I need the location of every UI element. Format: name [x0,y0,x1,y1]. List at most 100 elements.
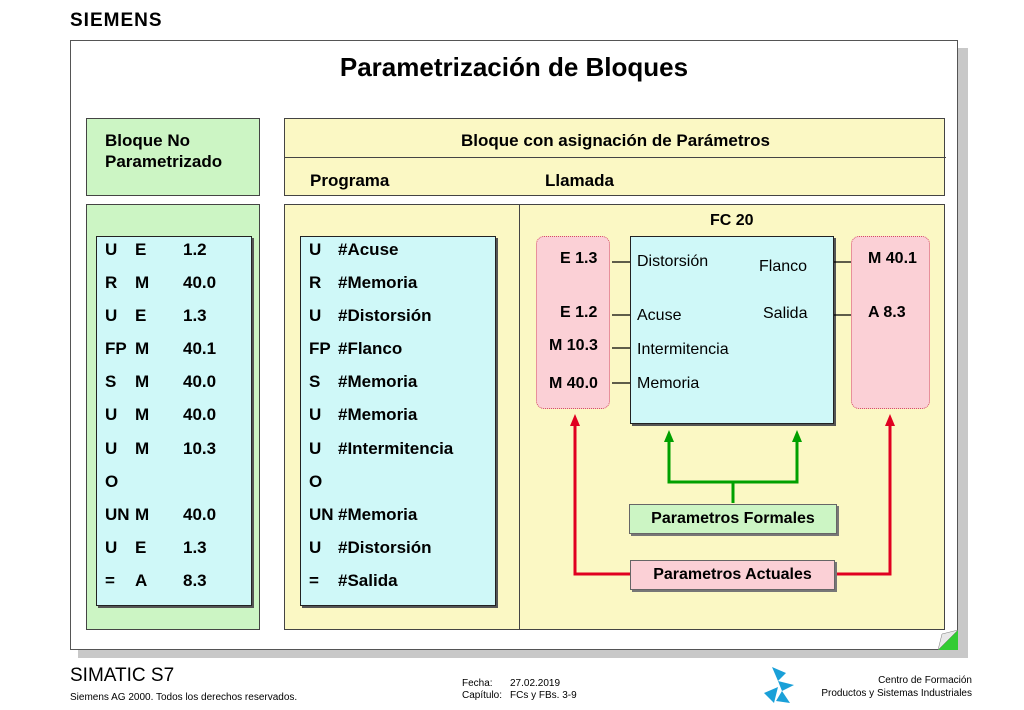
prog-code-col-1: FP [309,339,331,359]
prog-code-line: UN#Memoria [309,498,453,531]
prog-code-col-2: #Distorsión [338,306,432,326]
unparam-code-box [96,236,252,606]
prog-code-col-1: R [309,273,322,293]
formal-bracket [667,440,799,484]
col-llamada: Llamada [545,171,614,190]
panel-divider [519,204,520,630]
prog-code-col-2: #Memoria [338,504,418,524]
prog-code-col-2: #Salida [338,570,398,590]
prog-code-line: U#Distorsión [309,531,453,564]
prog-code-line: S#Memoria [309,365,453,398]
formal-in-1: Distorsión [637,253,709,270]
prog-code-line: R #Memoria [309,266,453,299]
prog-code-line: U #Intermitencia [309,432,453,465]
unparam-code-col-3: 10.3 [183,438,217,458]
actual-in-3: M 10.3 [549,337,598,354]
prog-code-col-2: #Memoria [338,273,418,293]
unparam-code-col-3: 40.0 [183,405,217,425]
unparam-code-col-1: O [105,471,119,491]
actual-line-left [573,424,630,576]
unparam-code-col-2: A [135,570,148,590]
corner-fold-icon [937,629,959,651]
unparam-code-col-1: U [105,537,118,557]
prog-code-col-1: U [309,438,322,458]
param-title: Bloque con asignación de Parámetros [461,131,770,150]
unparam-title-1: Bloque No [105,131,190,150]
unparam-code-col-2: M [135,273,150,293]
unparam-code-col-2: M [135,372,150,392]
formal-out-1: Flanco [759,258,808,275]
unparam-code-col-2: E [135,537,147,557]
formal-in-3: Intermitencia [637,341,729,358]
footer-center-1: Centro de Formación [878,675,972,686]
prog-code-col-2: #Intermitencia [338,438,454,458]
unparam-code-col-3: 1.2 [183,240,207,259]
formal-out-2: Salida [763,305,808,322]
unparam-code-col-1: R [105,273,118,293]
actual-line-right [835,424,892,576]
unparam-code-col-3: 40.0 [183,273,217,293]
unparam-code-col-2: M [135,438,150,458]
unparam-code-col-1: U [105,306,118,326]
prog-code-col-1: O [309,471,323,491]
prog-code-col-1: = [309,570,319,590]
unparam-code-col-3: 40.0 [183,504,217,524]
footer-capitulo: FCs y FBs. 3-9 [510,690,577,701]
unparam-code-col-2: E [135,240,147,259]
unparam-code-col-2: M [135,339,150,359]
actual-in-2: E 1.2 [560,304,598,321]
prog-code-col-1: U [309,240,322,259]
unparam-code-col-2: E [135,306,147,326]
col-programa: Programa [310,171,390,190]
footer-center-2: Productos y Sistemas Industriales [821,688,972,699]
prog-code-col-2: #Acuse [338,240,399,259]
siemens-logo: SIEMENS [70,10,163,31]
prog-code-line: = #Salida [309,564,453,597]
prog-code-col-2: #Flanco [338,339,403,359]
unparam-code-col-1: = [105,570,115,590]
actual-out-1: M 40.1 [868,250,917,267]
footer-copyright: Siemens AG 2000. Todos los derechos rese… [70,692,298,703]
unparam-code-col-1: U [105,438,118,458]
unparam-title-2: Parametrizado [105,152,223,171]
red-arrow-left-icon [570,414,580,426]
unparam-header: Bloque No Parametrizado [86,118,260,196]
unparam-code-line: = A 8.3 [105,564,216,597]
unparam-code-col-1: U [105,405,118,425]
footer-capitulo-label: Capítulo: [462,690,503,701]
red-arrow-right-icon [885,414,895,426]
fc-block [630,236,834,424]
footer-fecha-label: Fecha: [462,678,493,689]
green-arrow-left-icon [664,430,674,442]
prog-code-line: U#Memoria [309,398,453,431]
prog-code-line: U #Acuse [309,233,453,266]
unparam-code-col-3: 40.0 [183,372,217,392]
training-logo-icon [760,665,798,705]
unparam-code-col-3: 8.3 [183,570,207,590]
actual-inputs-box [536,236,610,409]
footer-product: SIMATIC S7 [70,665,175,686]
unparam-code-col-2: M [135,405,150,425]
prog-code-col-2: #Memoria [338,372,418,392]
prog-code-col-1: U [309,306,322,326]
unparam-code-col-3: 40.1 [183,339,217,359]
unparam-code-col-3: 1.3 [183,306,207,326]
unparam-code-col-1: S [105,372,117,392]
unparam-code-col-3: 1.3 [183,537,207,557]
footer-fecha: 27.02.2019 [510,678,561,689]
unparam-code-col-1: UN [105,504,130,524]
unparam-code-col-2: M [135,504,150,524]
prog-code-box [300,236,496,606]
unparam-code-col-1: FP [105,339,127,359]
param-header: Bloque con asignación de Parámetros Prog… [284,118,946,196]
formal-in-4: Memoria [637,375,700,392]
